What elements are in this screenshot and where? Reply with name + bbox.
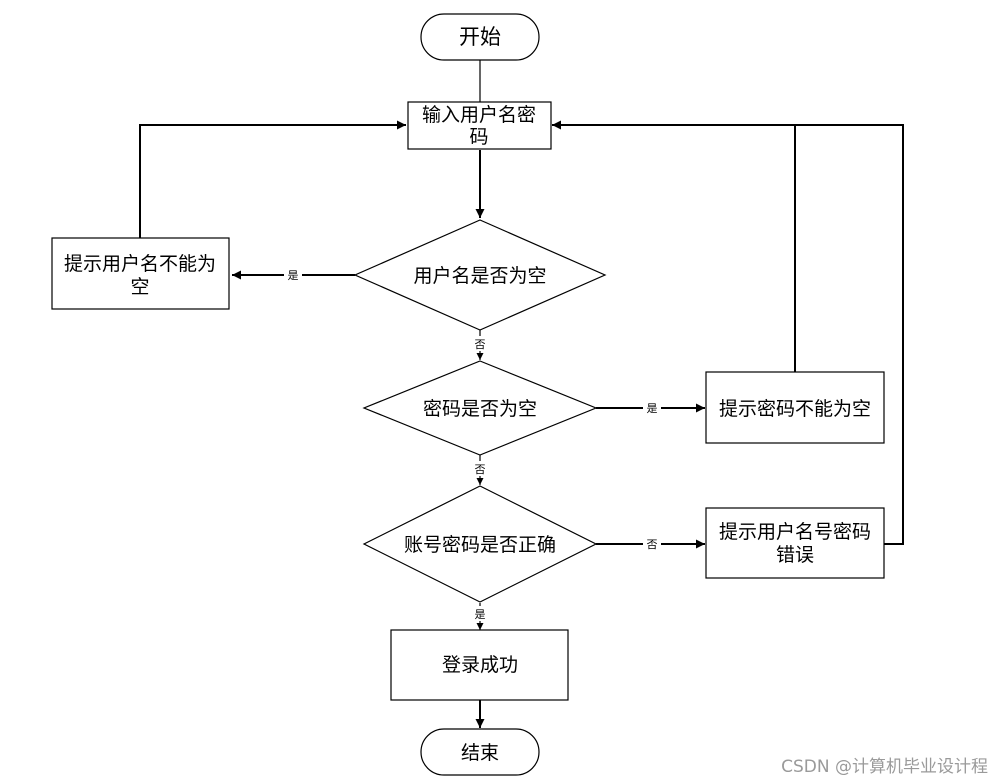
credentials-error-prompt-line1: 提示用户名号密码: [719, 521, 871, 543]
edge-label-password-no: 否: [475, 463, 486, 476]
check-credentials-label: 账号密码是否正确: [404, 534, 556, 556]
end-label: 结束: [461, 742, 499, 764]
check-username-empty-label: 用户名是否为空: [413, 265, 546, 287]
check-password-empty-label: 密码是否为空: [423, 398, 537, 420]
check-username-empty-decision: 用户名是否为空: [353, 219, 607, 331]
end-node: 结束: [420, 728, 540, 776]
username-empty-prompt-line1: 提示用户名不能为: [64, 253, 216, 275]
edge-credentials-error-loop: [795, 124, 904, 545]
check-password-empty-decision: 密码是否为空: [362, 360, 598, 456]
username-empty-prompt-node: 提示用户名不能为 空: [51, 237, 230, 310]
start-node: 开始: [420, 13, 540, 61]
password-empty-prompt-node: 提示密码不能为空: [705, 371, 885, 444]
start-label: 开始: [459, 25, 501, 49]
edge-label-username-yes: 是: [288, 269, 299, 282]
password-empty-prompt-label: 提示密码不能为空: [719, 398, 871, 420]
check-credentials-decision: 账号密码是否正确: [362, 485, 598, 603]
input-credentials-label-line2: 码: [469, 126, 488, 148]
login-success-label: 登录成功: [442, 654, 518, 676]
input-credentials-node: 输入用户名密 码: [407, 101, 552, 150]
username-empty-prompt-line2: 空: [130, 276, 149, 298]
edge-label-credentials-yes: 是: [475, 608, 486, 621]
edge-label-username-no: 否: [475, 338, 486, 351]
input-credentials-label-line1: 输入用户名密: [422, 104, 536, 126]
credentials-error-prompt-line2: 错误: [776, 544, 814, 566]
edge-password-empty-loop: [552, 120, 796, 372]
login-success-node: 登录成功: [390, 629, 569, 701]
credentials-error-prompt-node: 提示用户名号密码 错误: [705, 507, 885, 579]
edge-username-empty-loop: [139, 120, 406, 238]
edge-label-credentials-no: 否: [647, 538, 658, 551]
csdn-watermark: CSDN @计算机毕业设计程: [781, 757, 988, 777]
edge-label-password-yes: 是: [647, 402, 658, 415]
